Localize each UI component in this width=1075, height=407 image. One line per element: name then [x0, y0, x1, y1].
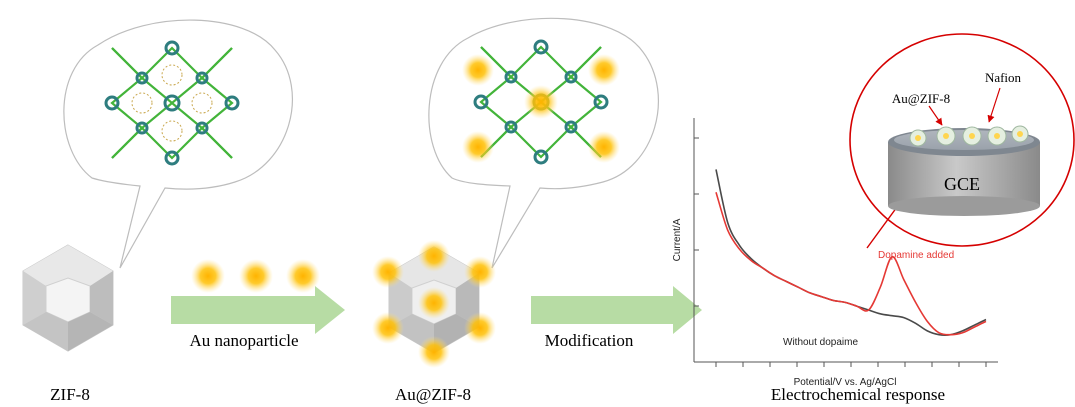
zif8-bubble [63, 19, 293, 269]
zif8-crystal-icon [22, 244, 114, 352]
x-ticks [715, 362, 987, 367]
without-dopamine-label: Without dopaime [783, 337, 858, 348]
au-zif8-crystal-icon [372, 240, 496, 368]
au-zif8-label: Au@ZIF-8 [395, 385, 471, 404]
electrochemical-response-label: Electrochemical response [771, 385, 945, 404]
dopamine-added-label: Dopamine added [878, 250, 954, 261]
au-nanoparticles [191, 259, 320, 293]
au-nanoparticle-label: Au nanoparticle [189, 331, 298, 350]
nafion-label: Nafion [985, 70, 1022, 85]
nafion-pointer-arrow [987, 87, 1001, 123]
arrow-modification [531, 286, 702, 334]
modification-label: Modification [545, 331, 634, 350]
cv-chart: Current/A Potential/V vs. Ag/AgCl Dopami… [672, 118, 998, 388]
au-zif8-pointer-arrow [928, 105, 943, 126]
gce-inset: Au@ZIF-8 Nafion GCE [849, 33, 1075, 249]
x-axis-label: Potential/V vs. Ag/AgCl [794, 377, 897, 388]
series-line-dopamine-added [715, 191, 987, 336]
arrow-au-loading [171, 286, 345, 334]
au-zif8-framework-image [462, 39, 620, 165]
crystal-au-nanoparticles [372, 240, 496, 368]
gce-label: GCE [944, 174, 980, 194]
inset-au-zif8-label: Au@ZIF-8 [892, 91, 950, 106]
y-axis-label: Current/A [672, 218, 683, 261]
embedded-au-nanoparticles [462, 54, 620, 163]
zif8-label: ZIF-8 [50, 385, 90, 404]
zif8-framework-image [104, 40, 240, 166]
y-ticks [694, 137, 699, 307]
surface-au-zif8-particles [909, 125, 1029, 147]
